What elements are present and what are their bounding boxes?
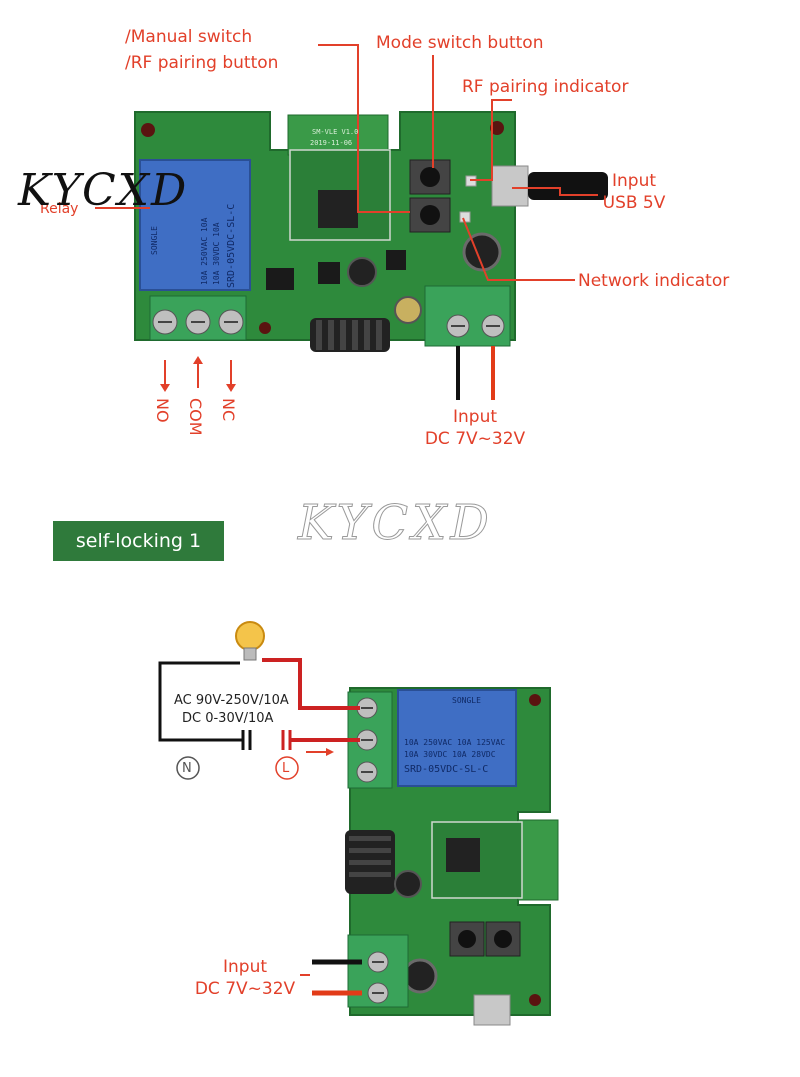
bottom-relay-model: SRD-05VDC-SL-C bbox=[404, 764, 489, 775]
input-dc-label: Input bbox=[452, 407, 498, 427]
mode-switch-label: Mode switch button bbox=[376, 33, 544, 53]
live-symbol-ring bbox=[275, 756, 299, 780]
neutral-symbol-ring bbox=[176, 756, 200, 780]
bottom-wifi-module bbox=[431, 821, 523, 899]
top-usb-connector bbox=[491, 165, 608, 207]
bottom-live-arrow bbox=[306, 748, 334, 756]
bottom-usb-connector bbox=[473, 994, 511, 1026]
terminal-nc-label: NC bbox=[219, 398, 238, 422]
module-silk-line1: SM-VLE V1.0 bbox=[312, 128, 359, 136]
live-symbol: L bbox=[282, 761, 290, 776]
rf-pairing-button-label: /RF pairing button bbox=[125, 53, 279, 73]
input-dc-spec-label: DC 7V~32V bbox=[424, 429, 526, 449]
bulb-icon bbox=[235, 621, 265, 661]
input-usb-spec-label: USB 5V bbox=[602, 193, 666, 213]
bottom-input-label: Input bbox=[222, 957, 268, 977]
top-relay-brand: SONGLE bbox=[150, 226, 159, 255]
bottom-input-spec-label: DC 7V~32V bbox=[194, 979, 296, 999]
network-indicator-label: Network indicator bbox=[578, 271, 730, 291]
bottom-buttons bbox=[449, 921, 521, 957]
top-wifi-module bbox=[287, 114, 391, 241]
top-relay-line2: 10A 30VDC 10A bbox=[212, 222, 221, 285]
watermark-middle: KYCXD bbox=[298, 495, 493, 552]
terminal-no-label: NO bbox=[153, 398, 172, 423]
bottom-relay bbox=[397, 689, 517, 787]
top-relay-line1: 10A 250VAC 10A bbox=[200, 217, 209, 285]
bottom-relay-line2: 10A 30VDC 10A 28VDC bbox=[404, 750, 496, 759]
rf-indicator-label: RF pairing indicator bbox=[462, 77, 629, 97]
top-buttons bbox=[409, 159, 451, 233]
self-locking-mode-badge: self-locking 1 bbox=[53, 521, 224, 561]
load-spec-dc: DC 0-30V/10A bbox=[182, 711, 274, 726]
neutral-symbol: N bbox=[182, 761, 192, 776]
bottom-relay-brand: SONGLE bbox=[452, 696, 481, 705]
bottom-power-terminal-block bbox=[312, 934, 409, 1008]
load-spec-ac: AC 90V-250V/10A bbox=[174, 693, 289, 708]
top-relay-terminal-block bbox=[149, 295, 247, 341]
input-usb-label: Input bbox=[611, 171, 657, 191]
top-power-terminal-block bbox=[424, 285, 511, 400]
bottom-relay-line1: 10A 250VAC 10A 125VAC bbox=[404, 738, 506, 747]
relay-label: Relay bbox=[40, 201, 79, 217]
top-relay bbox=[139, 159, 251, 291]
top-relay-model: SRD-05VDC-SL-C bbox=[226, 203, 237, 288]
bottom-wiring bbox=[158, 658, 360, 750]
watermark-top: KYCXD bbox=[18, 165, 189, 216]
top-leader-lines bbox=[95, 44, 598, 388]
manual-switch-label: /Manual switch bbox=[125, 27, 253, 47]
terminal-com-label: COM bbox=[186, 398, 205, 436]
top-arrowheads bbox=[160, 356, 236, 392]
module-silk-line2: 2019-11-06 bbox=[310, 139, 353, 147]
